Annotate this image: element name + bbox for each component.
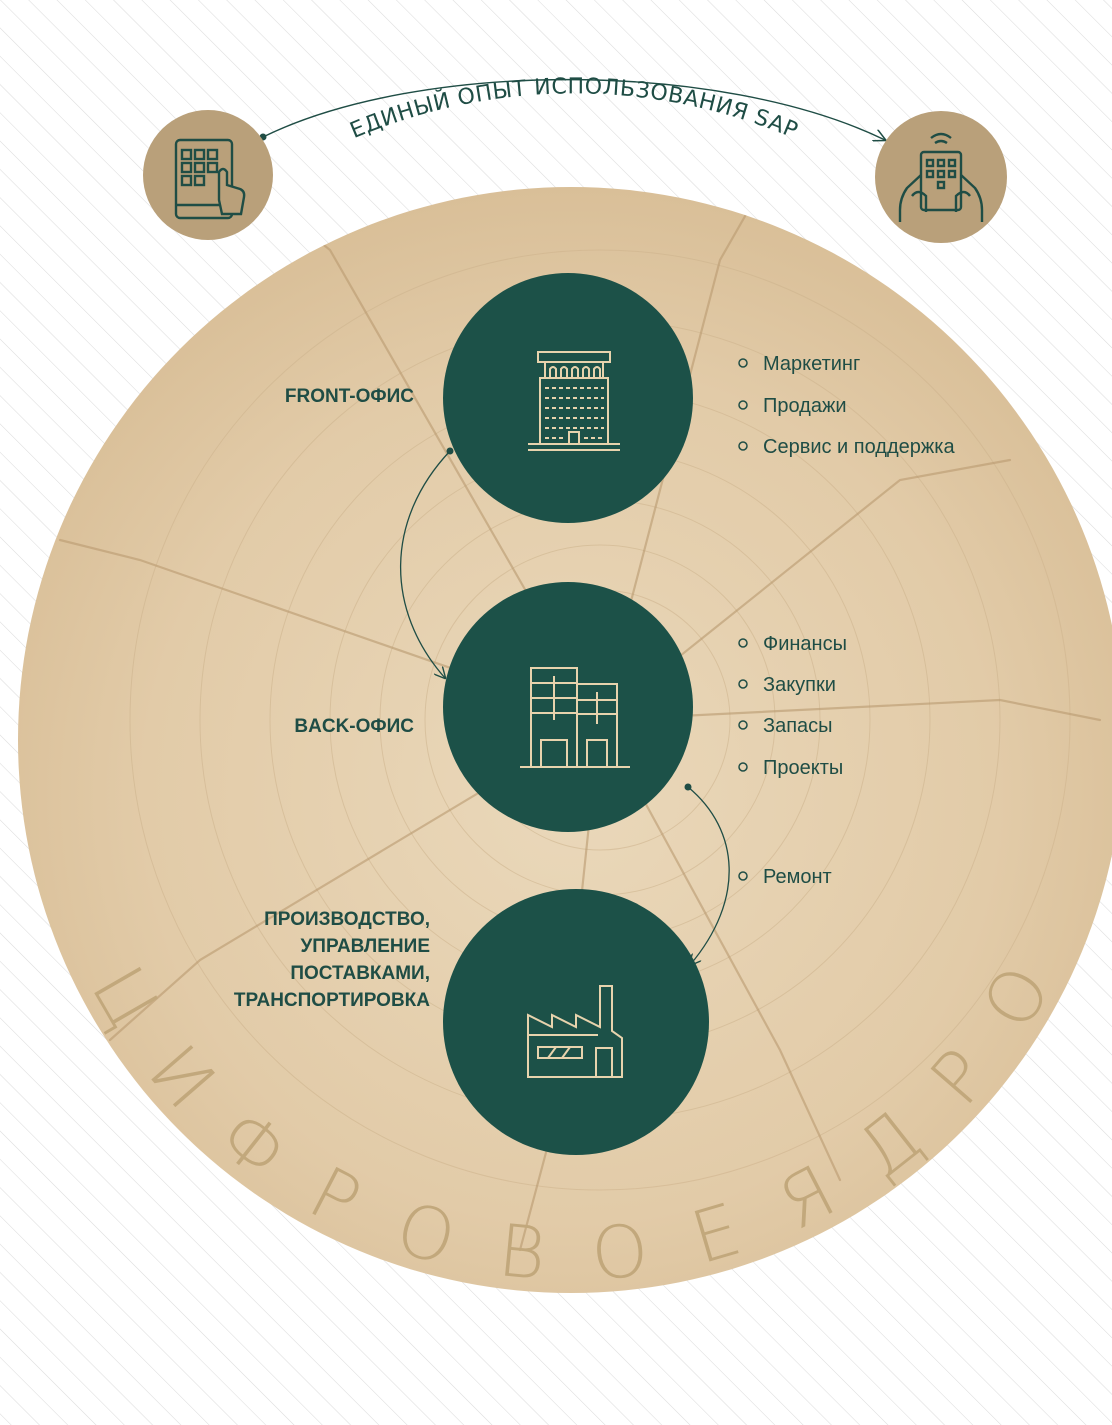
connector-front-back xyxy=(400,447,454,679)
production-label-line: ТРАНСПОРТИРОВКА xyxy=(234,990,430,1011)
list-item: Финансы xyxy=(763,633,847,655)
production-label-line: УПРАВЛЕНИЕ xyxy=(300,936,430,957)
list-item: Продажи xyxy=(763,395,847,417)
back-office-list: Финансы Закупки Запасы Проекты xyxy=(738,633,847,779)
core-letter: В xyxy=(495,1208,550,1296)
bullet-icon xyxy=(738,358,748,368)
list-item: Ремонт xyxy=(763,866,832,888)
bullet-icon xyxy=(738,871,748,881)
production-label-line: ПРОИЗВОДСТВО, xyxy=(264,909,430,930)
list-item: Проекты xyxy=(763,757,843,779)
back-office-label: BACK-ОФИС xyxy=(294,716,414,737)
front-office-list: Маркетинг Продажи Сервис и поддержка xyxy=(738,353,955,458)
bullet-icon xyxy=(738,638,748,648)
bullet-icon xyxy=(738,441,748,451)
list-item: Маркетинг xyxy=(763,353,860,375)
node-front-office xyxy=(443,273,693,523)
bullet-icon xyxy=(738,679,748,689)
node-back-office xyxy=(443,582,693,832)
tablet-touch-icon xyxy=(143,110,273,240)
node-production xyxy=(443,889,709,1155)
office-buildings-icon xyxy=(520,667,630,768)
bullet-icon xyxy=(738,400,748,410)
list-item: Закупки xyxy=(763,674,836,696)
list-item: Запасы xyxy=(763,715,833,737)
bullet-icon xyxy=(738,720,748,730)
connector-back-production xyxy=(684,783,730,966)
core-letter: О xyxy=(588,1208,652,1297)
office-tower-icon xyxy=(528,351,620,451)
handheld-wireless-icon xyxy=(875,111,1007,243)
list-item: Сервис и поддержка xyxy=(763,436,955,458)
bullet-icon xyxy=(738,762,748,772)
production-label-line: ПОСТАВКАМИ, xyxy=(290,963,430,984)
connector-list: Ремонт xyxy=(738,866,832,888)
factory-icon xyxy=(527,985,623,1078)
front-office-label: FRONT-ОФИС xyxy=(285,386,414,407)
